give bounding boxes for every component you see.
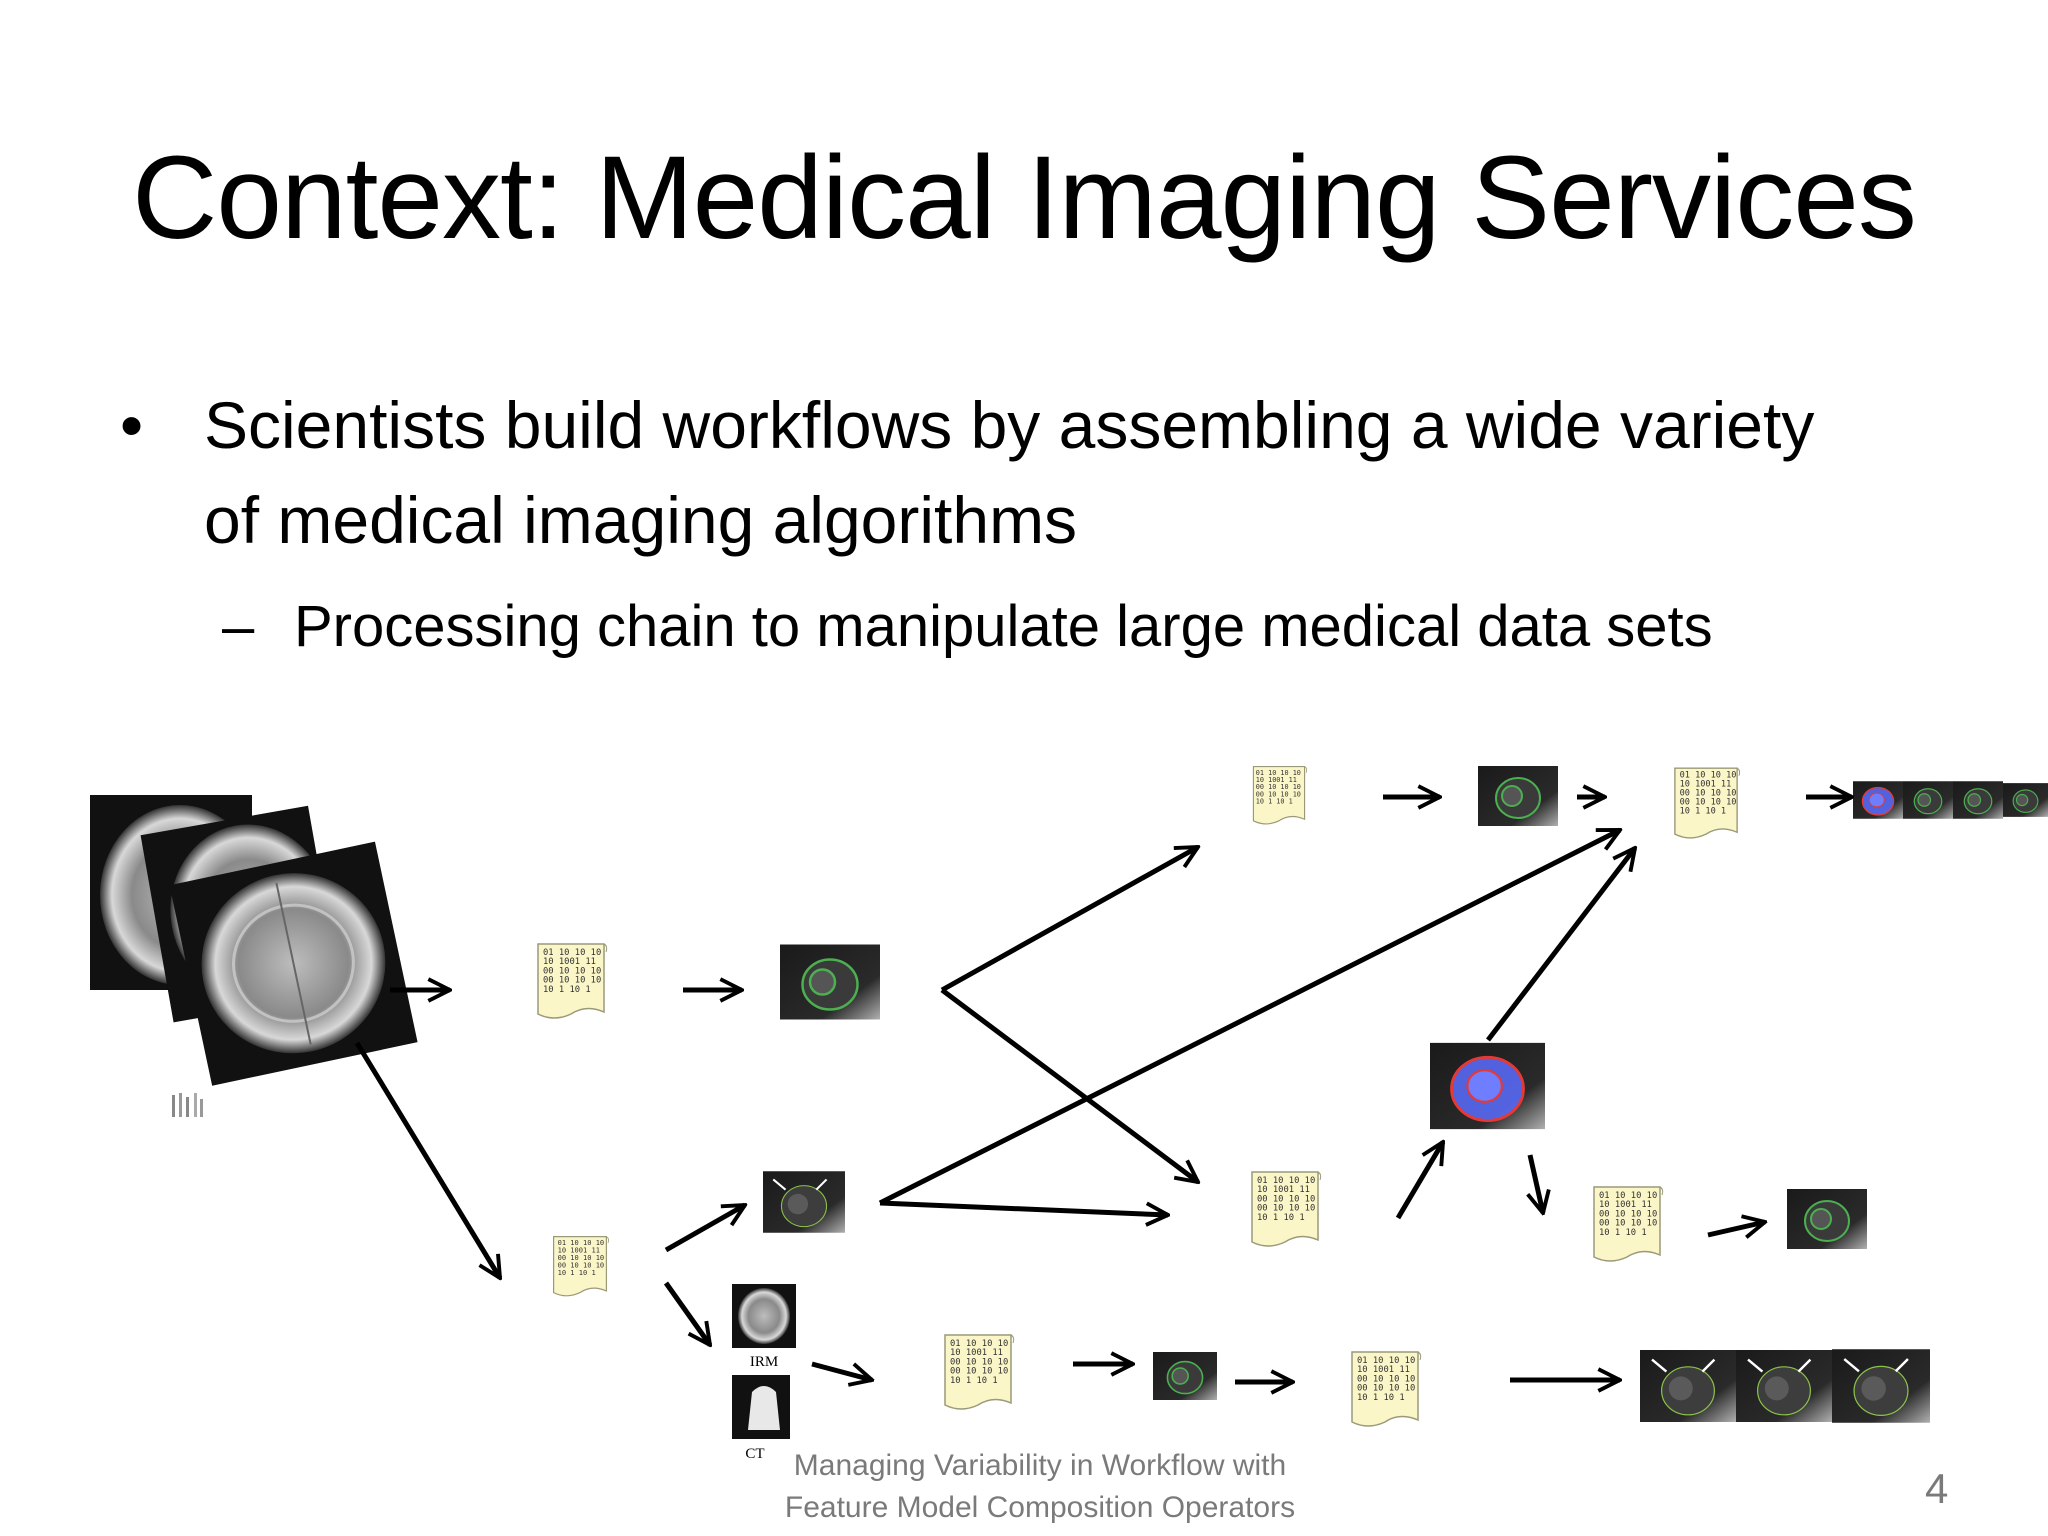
workflow-arrows [354, 797, 1852, 1382]
binary-line: 10 1 10 1 [543, 985, 591, 995]
binary-line: 01 10 10 10 [1680, 770, 1737, 780]
binary-line: 00 10 10 10 [1357, 1374, 1415, 1384]
arrow-annotated-strip [1640, 1348, 1930, 1424]
binary-line: 10 1001 11 [1257, 1185, 1310, 1195]
binary-line: 10 1 10 1 [1257, 1213, 1305, 1223]
binary-line: 00 10 10 10 [1599, 1209, 1657, 1219]
binary-line: 00 10 10 10 [543, 976, 601, 986]
binary-line: 10 1 10 1 [1680, 807, 1726, 817]
binary-line: 00 10 10 10 [1357, 1384, 1415, 1394]
binary-line: 10 1 10 1 [950, 1376, 998, 1386]
binary-line: 10 1 10 1 [1256, 798, 1293, 806]
binary-line: 10 1 10 1 [1357, 1393, 1405, 1403]
ct-thumbnail: CT [732, 1375, 790, 1462]
footer-line-2: Feature Model Composition Operators [784, 1491, 1296, 1524]
segmented-heart-image [1787, 1187, 1867, 1251]
annotated-heart-image [763, 1170, 845, 1234]
binary-line: 01 10 10 10 [950, 1339, 1008, 1349]
binary-line: 10 1 10 1 [1599, 1228, 1647, 1238]
binary-line: 00 10 10 10 [1680, 788, 1737, 798]
segmented-heart-image [1153, 1351, 1217, 1401]
binary-line: 01 10 10 10 [1257, 1176, 1315, 1186]
bullet-text: Scientists build workflows by assembling… [204, 388, 1815, 557]
binary-line: 00 10 10 10 [1256, 790, 1301, 798]
slide-footer: Managing Variability in Workflow with Fe… [760, 1445, 1320, 1529]
binary-line: 10 1001 11 [1680, 779, 1732, 789]
binary-line: 00 10 10 10 [1599, 1219, 1657, 1229]
footer-line-1: Managing Variability in Workflow with [793, 1449, 1287, 1482]
binary-line: 10 1001 11 [950, 1348, 1003, 1358]
binary-line: 00 10 10 10 [558, 1260, 605, 1269]
sub-bullet-marker: – [222, 594, 255, 659]
page-number: 4 [1925, 1465, 1949, 1512]
mri-image-stack [90, 795, 418, 1117]
segmented-heart-image [1478, 764, 1558, 828]
binary-line: 01 10 10 10 [1256, 769, 1301, 777]
ct-caption: CT [745, 1446, 764, 1462]
binary-line: 00 10 10 10 [1257, 1204, 1315, 1214]
binary-line: 01 10 10 10 [1357, 1356, 1415, 1366]
binary-line: 10 1001 11 [1357, 1365, 1410, 1375]
binary-line: 10 1001 11 [543, 957, 596, 967]
bullet-marker: • [120, 388, 144, 462]
binary-line: 10 1001 11 [1599, 1200, 1652, 1210]
binary-line: 00 10 10 10 [1680, 798, 1737, 808]
binary-line: 00 10 10 10 [1257, 1194, 1315, 1204]
binary-line: 00 10 10 10 [950, 1367, 1008, 1377]
sub-bullet: –Processing chain to manipulate large me… [222, 593, 1713, 660]
mri-caption: IRM [750, 1354, 778, 1370]
binary-line: 00 10 10 10 [1256, 783, 1301, 791]
binary-line: 10 1001 11 [1256, 776, 1297, 784]
binary-line: 00 10 10 10 [558, 1253, 605, 1262]
binary-line: 01 10 10 10 [543, 948, 601, 958]
overlay-heart-image [1430, 1041, 1545, 1131]
binary-line: 00 10 10 10 [950, 1357, 1008, 1367]
segmented-heart-image [780, 943, 880, 1021]
binary-line: 01 10 10 10 [558, 1238, 605, 1247]
binary-line: 10 1001 11 [558, 1246, 600, 1255]
slide-title: Context: Medical Imaging Services [132, 132, 1917, 264]
binary-line: 10 1 10 1 [558, 1268, 596, 1277]
mri-thumbnail: IRM [732, 1284, 796, 1370]
binary-line: 00 10 10 10 [543, 966, 601, 976]
binary-line: 01 10 10 10 [1599, 1191, 1657, 1201]
sub-bullet-text: Processing chain to manipulate large med… [294, 594, 1713, 659]
result-image-strip [1853, 780, 2048, 820]
